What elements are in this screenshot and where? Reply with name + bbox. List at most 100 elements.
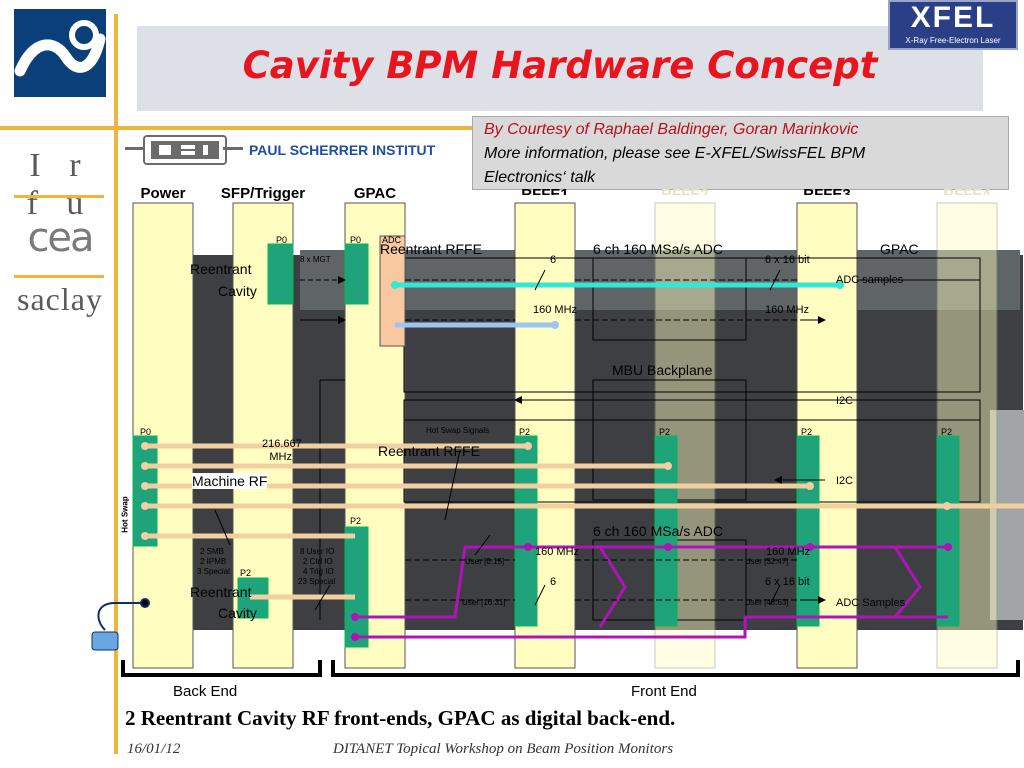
bit-width-label: 6 x 16 bit <box>765 576 810 588</box>
courtesy-line: More information, please see E-XFEL/Swis… <box>484 145 866 162</box>
adc-samples-label: ADC samples <box>836 274 904 286</box>
connector-label-p0: P0 <box>276 235 288 245</box>
adc-block-top <box>592 257 747 341</box>
hot-swap-label: Hot Swap <box>120 496 130 533</box>
cea-logo: cea <box>27 215 94 261</box>
channel-count-label: 6 <box>550 576 557 588</box>
adc-chip <box>379 235 406 347</box>
reentrant-rffe-label: Reentrant RFFE <box>380 241 482 257</box>
connector-label-p2: P2 <box>941 427 953 437</box>
slide-caption: 2 Reentrant Cavity RF front-ends, GPAC a… <box>125 706 676 730</box>
user-bus-label: User [0:15] <box>465 557 505 566</box>
frequency-label: 216.667 <box>262 438 302 450</box>
column-header-sfp-trigger: SFP/Trigger <box>220 185 306 202</box>
column-header-rffe2: RFFE2 <box>661 186 709 195</box>
i2c-label: I2C <box>836 395 854 407</box>
adc-channel-label: 6 ch 160 MSa/s ADC <box>593 241 723 257</box>
psi-name: PAUL SCHERRER INSTITUT <box>249 142 436 158</box>
institute-logo <box>14 9 106 97</box>
power-signal-label: 3 Special <box>197 567 230 576</box>
courtesy-line: By Courtesy of Raphael Baldinger, Goran … <box>484 121 859 138</box>
connector-label-p2: P2 <box>801 427 813 437</box>
psi-mark-icon <box>151 141 219 159</box>
back-end-label: Back End <box>173 683 238 700</box>
i2c-label: I2C <box>836 475 854 487</box>
courtesy-box <box>472 116 1009 190</box>
front-end-label: Front End <box>631 683 697 700</box>
page-title: Cavity BPM Hardware Concept <box>242 44 878 87</box>
adc-channel-label: 6 ch 160 MSa/s ADC <box>593 523 723 539</box>
column-header-rffe1: RFFE1 <box>521 186 569 195</box>
psi-bar <box>125 147 143 150</box>
io-signal-label: 8 User IO <box>300 547 335 556</box>
xfel-logo-subtitle: X-Ray Free-Electron Laser <box>905 36 1001 45</box>
footer-event: DITANET Topical Workshop on Beam Positio… <box>333 741 674 757</box>
saclay-logo: saclay <box>17 281 103 317</box>
reentrant-rffe-label: Reentrant RFFE <box>378 443 480 459</box>
clock-label: 160 MHz <box>766 546 811 558</box>
frequency-label: MHz <box>269 451 292 463</box>
reentrant-cavity-label: Cavity <box>218 605 257 621</box>
psi-logo-icon <box>143 135 227 165</box>
mbu-backplane-label: MBU Backplane <box>612 362 713 378</box>
column-header-power: Power <box>140 185 186 202</box>
orange-vertical-rule <box>114 14 118 754</box>
xfel-logo-text: XFEL <box>910 1 996 34</box>
io-signal-label: 2 Ctrl IO <box>303 557 333 566</box>
xfel-logo <box>888 0 1018 50</box>
orange-horizontal-rule <box>0 126 480 130</box>
p2-rffe3-connector <box>796 435 820 627</box>
clock-label: 160 MHz <box>535 546 580 558</box>
p0-sfp-connector <box>267 243 294 305</box>
channel-count-label: 6 <box>550 254 557 266</box>
hot-swap-signals-label: Hot Swap Signals <box>426 426 490 435</box>
machine-rf-label: Machine RF <box>192 473 268 489</box>
swirl-logo-icon <box>14 20 106 77</box>
crate-handle <box>990 410 1024 620</box>
power-plug-icon <box>97 598 150 631</box>
crate-photo <box>193 255 1023 630</box>
io-signal-label: 4 Trig IO <box>303 567 334 576</box>
p0-gpac-connector <box>344 243 369 305</box>
irfu-logo: I r f u <box>26 147 94 222</box>
p2-gpac-connector <box>344 526 369 648</box>
reentrant-cavity-label: Cavity <box>218 283 257 299</box>
gpac-label: GPAC <box>880 241 919 257</box>
connector-label-p2: P2 <box>659 427 671 437</box>
connector-label-p0: P0 <box>140 427 152 437</box>
psi-bar <box>223 147 243 150</box>
p2-rffe4-connector <box>936 435 960 627</box>
back-end-bracket <box>121 660 322 677</box>
user-bus-label: User [16:31] <box>462 598 506 607</box>
front-end-bracket <box>331 660 1020 677</box>
reentrant-cavity-label: Reentrant <box>190 584 252 600</box>
user-bus-label: User [32:47] <box>745 557 789 566</box>
clock-label: 160 MHz <box>765 304 810 316</box>
connector-label-p2: P2 <box>519 427 531 437</box>
connector-label-p2: P2 <box>240 568 252 578</box>
column-header-gpac: GPAC <box>353 185 397 202</box>
connector-label-p2: P2 <box>350 516 362 526</box>
power-signal-label: 2 SMB <box>200 547 225 556</box>
user-bus-label: User [48:63] <box>745 598 789 607</box>
reentrant-cavity-label: Reentrant <box>190 261 252 277</box>
connector-label-p0: P0 <box>350 235 362 245</box>
p0-power-connector <box>132 435 158 547</box>
adc-samples-label: ADC Samples <box>836 597 906 609</box>
column-header-rffe3: RFFE3 <box>803 186 851 195</box>
title-band <box>137 26 983 111</box>
logo-divider <box>14 275 104 278</box>
bit-width-label: 6 x 16 bit <box>765 254 810 266</box>
column-header-rffe4: RFFE4 <box>943 186 991 195</box>
logo-divider <box>14 195 104 198</box>
clock-label: 160 MHz <box>533 304 578 316</box>
footer-date: 16/01/12 <box>127 741 181 757</box>
mgt-label: 8 x MGT <box>300 255 331 264</box>
courtesy-line: Electronics‘ talk <box>484 169 596 186</box>
io-signal-label: 23 Special <box>298 577 336 586</box>
power-signal-label: 2 IPMB <box>200 557 227 566</box>
power-plug-icon <box>91 631 119 651</box>
user-io-links-purple <box>355 545 948 639</box>
adc-label: ADC <box>382 235 402 245</box>
